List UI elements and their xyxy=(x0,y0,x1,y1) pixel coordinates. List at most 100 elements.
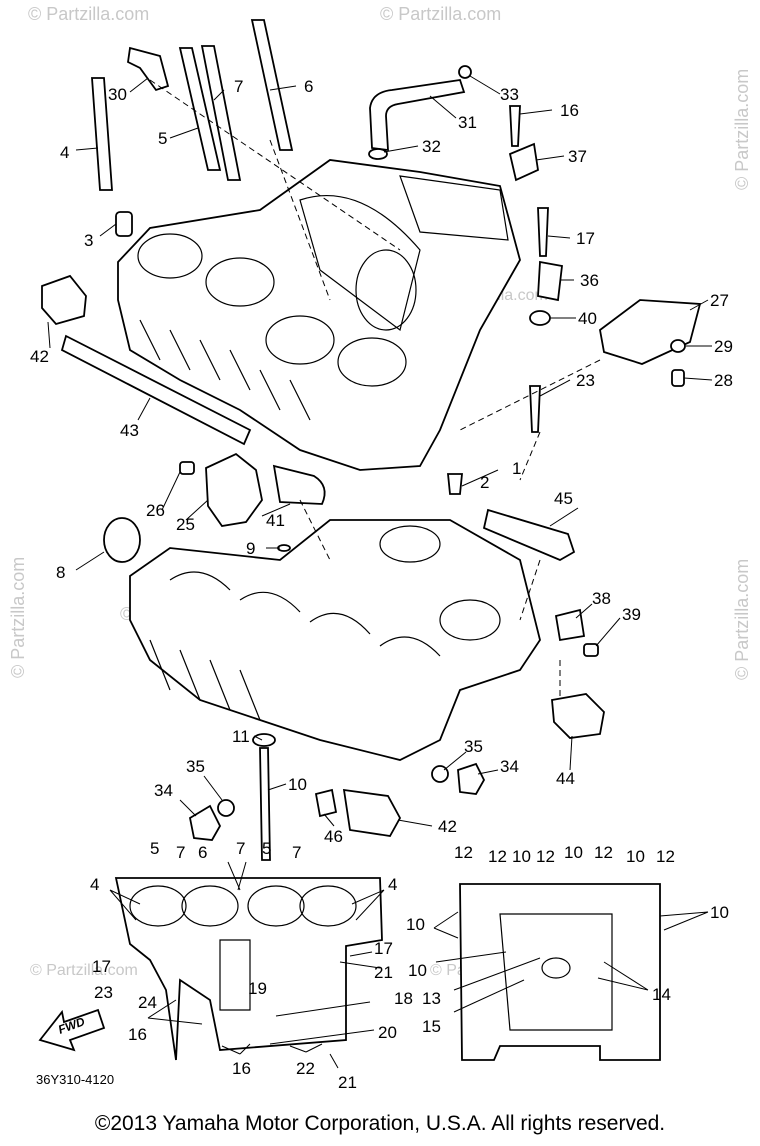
callout-12-view-e: 12 xyxy=(656,847,675,866)
leader xyxy=(429,95,457,119)
leader xyxy=(461,469,499,487)
callout-22-view: 22 xyxy=(296,1059,315,1078)
plug-part-42-upper xyxy=(41,274,87,326)
upper-crankcase-body xyxy=(117,159,521,471)
plug-part-44 xyxy=(551,693,605,739)
breather-hose-part-31 xyxy=(369,78,466,152)
bolt-part-10 xyxy=(259,747,271,861)
collar-part-41 xyxy=(272,464,326,505)
leader xyxy=(161,471,181,511)
lower-journal-bore xyxy=(379,525,441,563)
leader xyxy=(109,889,141,921)
callout-6-view: 6 xyxy=(198,843,207,862)
leader xyxy=(75,147,99,151)
cylinder-bore-3 xyxy=(265,315,335,365)
callout-12-view-d: 12 xyxy=(594,843,613,862)
callout-4-view-right: 4 xyxy=(388,875,397,894)
plug-part-34-left xyxy=(188,804,222,841)
leader xyxy=(349,951,373,957)
clamp-part-46 xyxy=(314,788,338,818)
view-bore-3 xyxy=(247,885,305,927)
callout-42-lower: 42 xyxy=(438,817,457,836)
callout-38: 38 xyxy=(592,589,611,608)
callout-labels: 1 2 3 4 5 6 7 8 9 10 11 18 42 43 26 25 4… xyxy=(30,77,733,1092)
dash-line xyxy=(299,499,331,561)
leader xyxy=(169,127,199,139)
oring-part-35-left xyxy=(217,799,235,817)
leader xyxy=(539,379,571,397)
bolt-part-17-top xyxy=(537,207,549,257)
gasket-part-25 xyxy=(205,452,263,527)
leader xyxy=(435,951,507,963)
upper-crankcase xyxy=(117,159,521,471)
callout-5: 5 xyxy=(158,129,167,148)
leader xyxy=(137,397,151,421)
watermark-text: © Partzilla.com xyxy=(380,4,501,24)
leader xyxy=(213,89,225,101)
callout-35-left: 35 xyxy=(186,757,205,776)
callout-15-view: 15 xyxy=(422,1017,441,1036)
callout-4-view-left: 4 xyxy=(90,875,99,894)
callout-11: 11 xyxy=(232,727,250,746)
callout-26: 26 xyxy=(146,501,165,520)
callout-23-view: 23 xyxy=(94,983,113,1002)
bolt-part-39 xyxy=(583,643,599,657)
leader xyxy=(99,223,117,237)
lower-rear-bore xyxy=(439,599,501,641)
callout-17-view-right: 17 xyxy=(374,939,393,958)
crank-journal-housing xyxy=(299,194,421,332)
washer-part-29 xyxy=(670,339,686,353)
stud-part-5 xyxy=(178,47,222,171)
callout-30: 30 xyxy=(108,85,127,104)
leader xyxy=(469,75,501,95)
callout-2: 2 xyxy=(480,473,489,492)
callout-35-right: 35 xyxy=(464,737,483,756)
leader xyxy=(659,911,709,931)
leader xyxy=(519,109,553,115)
callout-5-view: 5 xyxy=(150,839,159,858)
diagram-code: 36Y310-4120 xyxy=(36,1072,115,1087)
callout-45: 45 xyxy=(554,489,573,508)
watermark-text: © Partzilla.com xyxy=(30,962,138,979)
bolt-pattern-lower-view xyxy=(459,883,661,1061)
leader xyxy=(443,751,467,771)
callout-10-view-c: 10 xyxy=(626,847,645,866)
callout-16-view-left: 16 xyxy=(128,1025,147,1044)
cylinder-bore-1 xyxy=(137,233,203,279)
upper-case-outline-view xyxy=(114,877,383,1061)
clip-part-32 xyxy=(368,148,388,160)
assembly-lines xyxy=(149,79,601,700)
leader xyxy=(433,911,459,939)
callout-34-right: 34 xyxy=(500,757,519,776)
leader xyxy=(267,783,287,791)
oil-seal-part-8 xyxy=(103,517,141,563)
plate-part-36 xyxy=(537,260,563,302)
callout-14-view: 14 xyxy=(652,985,671,1004)
callout-44: 44 xyxy=(556,769,575,788)
callout-28: 28 xyxy=(714,371,733,390)
lower-case-fins xyxy=(149,639,261,721)
leader xyxy=(221,1043,251,1055)
breather-assembly xyxy=(368,65,702,433)
bracket-part-30 xyxy=(127,46,170,92)
callout-19-view: 19 xyxy=(248,979,267,998)
callout-10-view-right: 10 xyxy=(710,903,729,922)
leader xyxy=(75,551,105,571)
cylinder-bore-2 xyxy=(205,257,275,307)
leader xyxy=(329,1053,339,1069)
callout-12-view-a: 12 xyxy=(454,843,473,862)
stud-part-6 xyxy=(250,19,294,151)
view-bore-2 xyxy=(181,885,239,927)
right-side-parts xyxy=(447,473,605,739)
upper-case-fins xyxy=(139,319,311,421)
callout-6: 6 xyxy=(304,77,313,96)
plug-part-34-right xyxy=(457,762,486,795)
leader xyxy=(397,819,433,827)
callout-42-upper: 42 xyxy=(30,347,49,366)
callout-16-top: 16 xyxy=(560,101,579,120)
view-inner-sump xyxy=(499,913,613,1031)
dash-line xyxy=(519,559,541,621)
leader xyxy=(535,155,565,161)
leader xyxy=(383,145,419,153)
